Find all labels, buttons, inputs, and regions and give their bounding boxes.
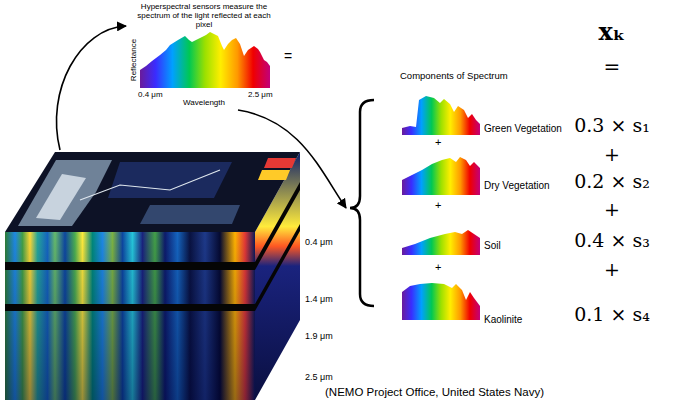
components-group: Components of SpectrumGreen VegetationDr…: [346, 68, 566, 330]
spectrum-plot: Hyperspectral sensors measure the spectr…: [128, 2, 282, 110]
connector-arrow: [56, 26, 126, 150]
component-name: Dry Vegetation: [484, 180, 550, 192]
plot-heading: Hyperspectral sensors measure the spectr…: [135, 2, 273, 30]
soil-spectrum: [402, 230, 480, 255]
dry-vegetation-spectrum: [402, 157, 480, 195]
wavelength-label: 2.5 μm: [305, 372, 333, 383]
plus-sign: +: [435, 136, 441, 149]
plus-sign: +: [604, 143, 620, 166]
equals-sign: =: [604, 55, 621, 79]
connector-arrow: [238, 110, 346, 208]
data-cube: 0.4 μm 1.4 μm 1.9 μm 2.5 μm: [5, 150, 345, 402]
axis-label: Wavelength: [128, 98, 280, 108]
wavelength-label: 1.9 μm: [305, 331, 333, 342]
source-caption: (NEMO Project Office, United States Navy…: [325, 386, 544, 400]
curly-bracket: [350, 100, 374, 306]
wavelength-label: 0.4 μm: [305, 237, 333, 248]
component-item: Dry Vegetation: [400, 150, 560, 195]
plus-sign: +: [435, 199, 441, 212]
mixing-term: 0.1 × s₄: [574, 303, 650, 326]
equals-sign: =: [284, 48, 292, 65]
component-item: Soil: [400, 215, 560, 260]
green-vegetation-spectrum: [402, 96, 480, 135]
plus-sign: +: [604, 198, 620, 221]
mixing-term: 0.2 × s₂: [574, 170, 650, 193]
component-name: Kaolinite: [484, 314, 522, 326]
plus-sign: +: [435, 261, 441, 274]
axis-tick: 2.5 μm: [248, 90, 273, 100]
component-item: Kaolinite: [400, 275, 560, 328]
plus-sign: +: [604, 258, 620, 281]
reflectance-spectrum: [140, 32, 270, 88]
component-name: Soil: [484, 240, 501, 252]
component-name: Green Vegetation: [484, 123, 562, 135]
mixing-term: 0.4 × s₃: [574, 229, 650, 252]
hyperspectral-cube: [5, 152, 300, 400]
mixing-term: 0.3 × s₁: [574, 114, 650, 137]
axis-tick: 0.4 μm: [138, 90, 163, 100]
group-heading: Components of Spectrum: [400, 70, 508, 81]
axis-label: Reflectance: [129, 39, 139, 81]
wavelength-label: 1.4 μm: [305, 294, 333, 305]
kaolinite-spectrum: [402, 283, 480, 320]
pixel-vector: xₖ: [599, 18, 626, 47]
component-item: Green Vegetation: [400, 92, 564, 137]
